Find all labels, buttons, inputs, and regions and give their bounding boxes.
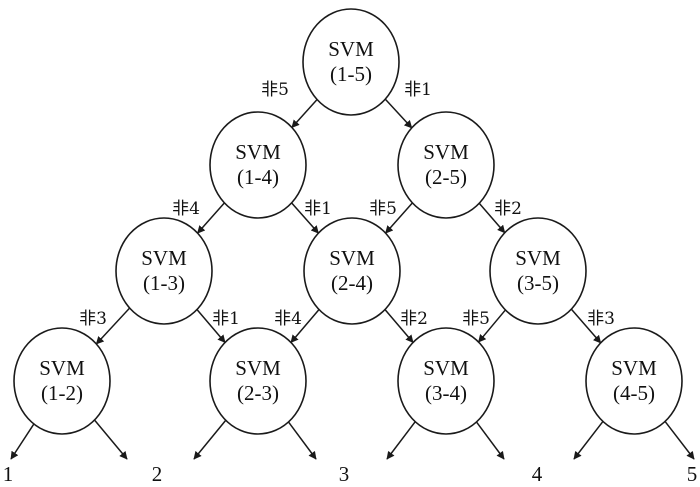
edge-arrow <box>478 202 506 234</box>
leaf-edge-n34-c3 <box>386 421 416 460</box>
edge-label: 非3 <box>79 309 107 329</box>
leaf-edge-n23-c2 <box>193 419 227 460</box>
svm-node-25: SVM(2-5) <box>397 111 495 219</box>
node-range: (2-4) <box>331 271 373 295</box>
class-label-4: 4 <box>532 462 543 486</box>
svm-node-14: SVM(1-4) <box>209 111 307 219</box>
node-title: SVM <box>39 356 85 380</box>
node-title: SVM <box>235 140 281 164</box>
edge-label: 非2 <box>400 309 428 329</box>
edge-arrow <box>197 202 225 234</box>
svm-node-35: SVM(3-5) <box>489 217 587 325</box>
node-title: SVM <box>141 246 187 270</box>
edge-arrow <box>384 98 413 129</box>
edge-arrow <box>384 309 414 344</box>
edge-label: 非1 <box>404 80 432 100</box>
edge-arrow <box>196 309 226 344</box>
node-ellipse <box>397 111 495 219</box>
edge-label: 非4 <box>274 309 302 329</box>
node-title: SVM <box>328 37 374 61</box>
node-ellipse <box>489 217 587 325</box>
node-range: (3-5) <box>517 271 559 295</box>
edge-arrow <box>570 308 602 344</box>
edge-label: 非5 <box>261 80 289 100</box>
edges-layer: 非5 非1 非4 非1 非5 非2 非3 非1 非4 非2 非5 非3 <box>10 80 695 460</box>
svm-node-13: SVM(1-3) <box>115 217 213 325</box>
class-label-5: 5 <box>687 462 698 486</box>
node-range: (2-5) <box>425 165 467 189</box>
edge-n25-n35: 非2 <box>478 199 522 234</box>
node-ellipse <box>209 111 307 219</box>
svm-node-45: SVM(4-5) <box>585 327 683 435</box>
edge-arrow <box>291 202 319 234</box>
edge-label: 非5 <box>462 309 490 329</box>
edge-arrow <box>291 99 318 129</box>
node-title: SVM <box>515 246 561 270</box>
leaf-edge-n34-c4 <box>475 421 505 460</box>
edge-n35-n45: 非3 <box>570 308 615 344</box>
edge-n14-n13: 非4 <box>172 199 225 234</box>
leaf-edge-n45-c5 <box>664 420 695 460</box>
class-label-3: 3 <box>339 462 350 486</box>
node-title: SVM <box>235 356 281 380</box>
class-label-2: 2 <box>152 462 163 486</box>
edge-label: 非5 <box>369 199 397 219</box>
edge-n25-n24: 非5 <box>369 199 413 234</box>
node-range: (2-3) <box>237 381 279 405</box>
edge-arrow <box>95 307 131 345</box>
edge-n15-n25: 非1 <box>384 80 432 129</box>
edge-n24-n23: 非4 <box>274 309 320 344</box>
edge-n15-n14: 非5 <box>261 80 318 129</box>
edge-n14-n24: 非1 <box>291 199 332 234</box>
edge-n13-n12: 非3 <box>79 307 131 345</box>
node-title: SVM <box>611 356 657 380</box>
leaf-edge-n12-c1 <box>10 423 35 460</box>
node-ellipse <box>209 327 307 435</box>
edge-n35-n34: 非5 <box>462 309 507 343</box>
edge-arrow <box>290 309 320 344</box>
svm-node-24: SVM(2-4) <box>303 217 401 325</box>
leaf-edge-n23-c3 <box>287 421 317 460</box>
svm-node-34: SVM(3-4) <box>397 327 495 435</box>
svm-node-15: SVM(1-5) <box>302 8 400 116</box>
node-range: (1-3) <box>143 271 185 295</box>
edge-arrow <box>385 202 413 234</box>
edge-label: 非4 <box>172 199 200 219</box>
edge-arrow <box>477 309 507 343</box>
node-ellipse <box>115 217 213 325</box>
node-range: (1-5) <box>330 62 372 86</box>
edge-label: 非2 <box>494 199 522 219</box>
node-title: SVM <box>423 356 469 380</box>
node-title: SVM <box>423 140 469 164</box>
node-range: (1-4) <box>237 165 279 189</box>
node-title: SVM <box>329 246 375 270</box>
node-ellipse <box>397 327 495 435</box>
edge-n13-n23: 非1 <box>196 309 240 344</box>
class-label-1: 1 <box>3 462 14 486</box>
node-range: (4-5) <box>613 381 655 405</box>
edge-label: 非3 <box>587 309 615 329</box>
node-range: (1-2) <box>41 381 83 405</box>
svm-node-12: SVM(1-2) <box>13 327 111 435</box>
node-ellipse <box>585 327 683 435</box>
edge-n24-n34: 非2 <box>384 309 428 344</box>
leaf-edge-n45-c4 <box>573 420 604 460</box>
nodes-layer: SVM(1-5)SVM(1-4)SVM(2-5)SVM(1-3)SVM(2-4)… <box>13 8 683 435</box>
edge-label: 非1 <box>304 199 332 219</box>
node-range: (3-4) <box>425 381 467 405</box>
svm-node-23: SVM(2-3) <box>209 327 307 435</box>
node-ellipse <box>302 8 400 116</box>
node-ellipse <box>303 217 401 325</box>
leaf-edge-n12-c2 <box>93 419 128 460</box>
edge-label: 非1 <box>212 309 240 329</box>
node-ellipse <box>13 327 111 435</box>
leaves-layer: 1 2 3 4 5 <box>3 462 698 486</box>
